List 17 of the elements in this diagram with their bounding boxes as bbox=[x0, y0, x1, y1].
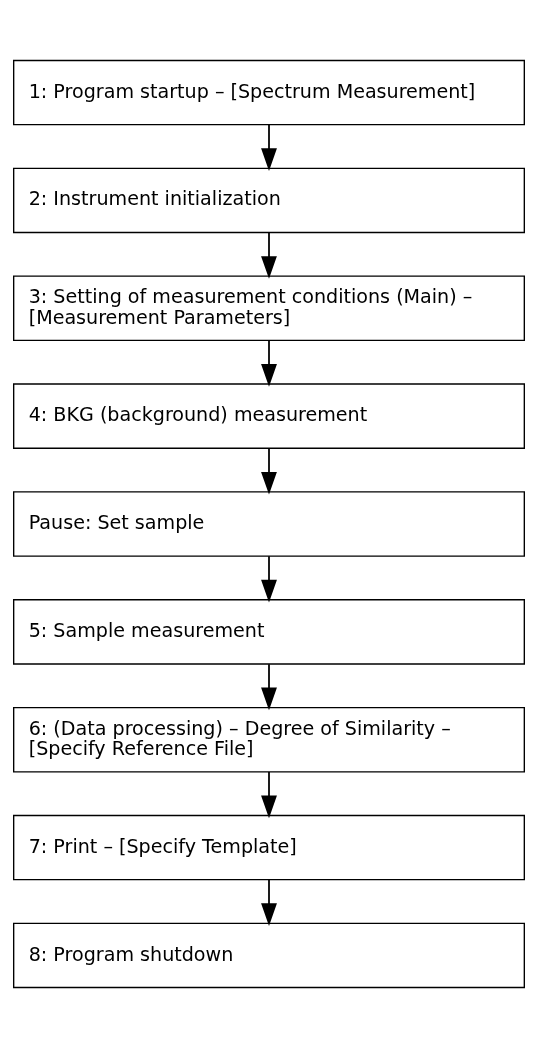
arrow bbox=[261, 771, 277, 819]
node-box: 8: Program shutdown bbox=[13, 922, 525, 989]
arrow bbox=[261, 447, 277, 495]
arrow bbox=[261, 339, 277, 387]
node-box: 6: (Data processing) – Degree of Similarity – [Specify Reference File] bbox=[13, 706, 525, 773]
node-box: Pause: Set sample bbox=[13, 491, 525, 557]
node-box: 7: Print – [Specify Template] bbox=[13, 814, 525, 881]
node-box: 3: Setting of measurement conditions (Main) – [Measurement Parameters] bbox=[13, 275, 525, 342]
arrow bbox=[261, 663, 277, 711]
arrow bbox=[261, 555, 277, 603]
arrow bbox=[261, 124, 277, 171]
node-box: 1: Program startup – [Spectrum Measurement] bbox=[13, 59, 525, 126]
arrow bbox=[261, 231, 277, 279]
node-box: 2: Instrument initialization bbox=[13, 167, 525, 234]
node-box: 5: Sample measurement bbox=[13, 599, 525, 665]
arrow bbox=[261, 879, 277, 926]
node-box: 4: BKG (background) measurement bbox=[13, 383, 525, 449]
